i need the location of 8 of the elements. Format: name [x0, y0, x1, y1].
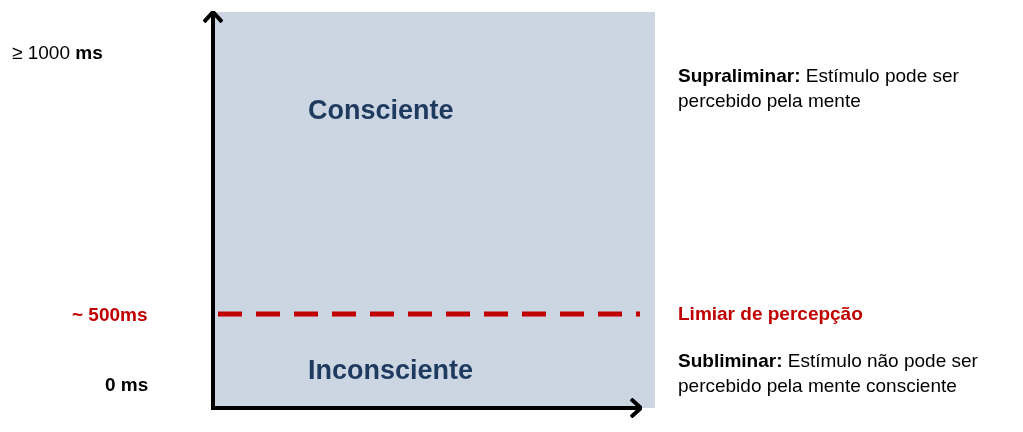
region-label: Consciente: [308, 95, 454, 126]
region-label: Inconsciente: [308, 355, 474, 386]
axis-label: ≥ 1000 ms: [12, 41, 103, 65]
threshold-label: Limiar de percepção: [678, 302, 863, 326]
description-text: Supraliminar: Estímulo pode ser percebido pela mente: [678, 64, 960, 113]
axis-label: 0 ms: [105, 373, 149, 397]
description-text: Subliminar: Estímulo não pode ser percebido pela mente consciente: [678, 349, 979, 398]
axis-label: ~ 500ms: [72, 303, 148, 327]
